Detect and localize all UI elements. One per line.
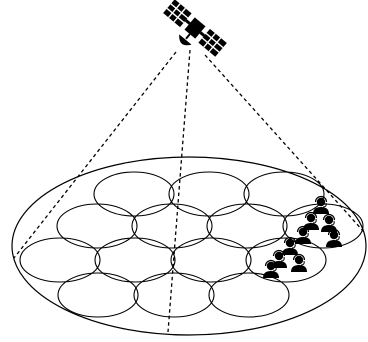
user-icon [313,197,329,215]
spot-beam [57,204,137,248]
spot-beam [244,172,324,216]
spot-beam [169,172,249,216]
user-icon [282,238,298,256]
spot-beam [132,204,212,248]
spot-beam [20,238,100,282]
spot-beam [58,273,138,317]
user-cluster [295,197,342,248]
spot-beam [209,273,289,317]
spot-beam [94,172,174,216]
coverage-line-left [14,52,176,258]
user-icon [326,230,342,248]
coverage-line-center [168,50,190,332]
spot-beam [246,238,326,282]
spot-beam-grid [20,172,363,317]
spot-beam [134,273,214,317]
coverage-cone [14,50,364,332]
spot-beam [95,238,175,282]
coverage-line-right [205,55,364,232]
satellite-icon [156,0,227,66]
spot-beam [207,204,287,248]
user-icon [291,255,307,273]
spot-beam [171,238,251,282]
